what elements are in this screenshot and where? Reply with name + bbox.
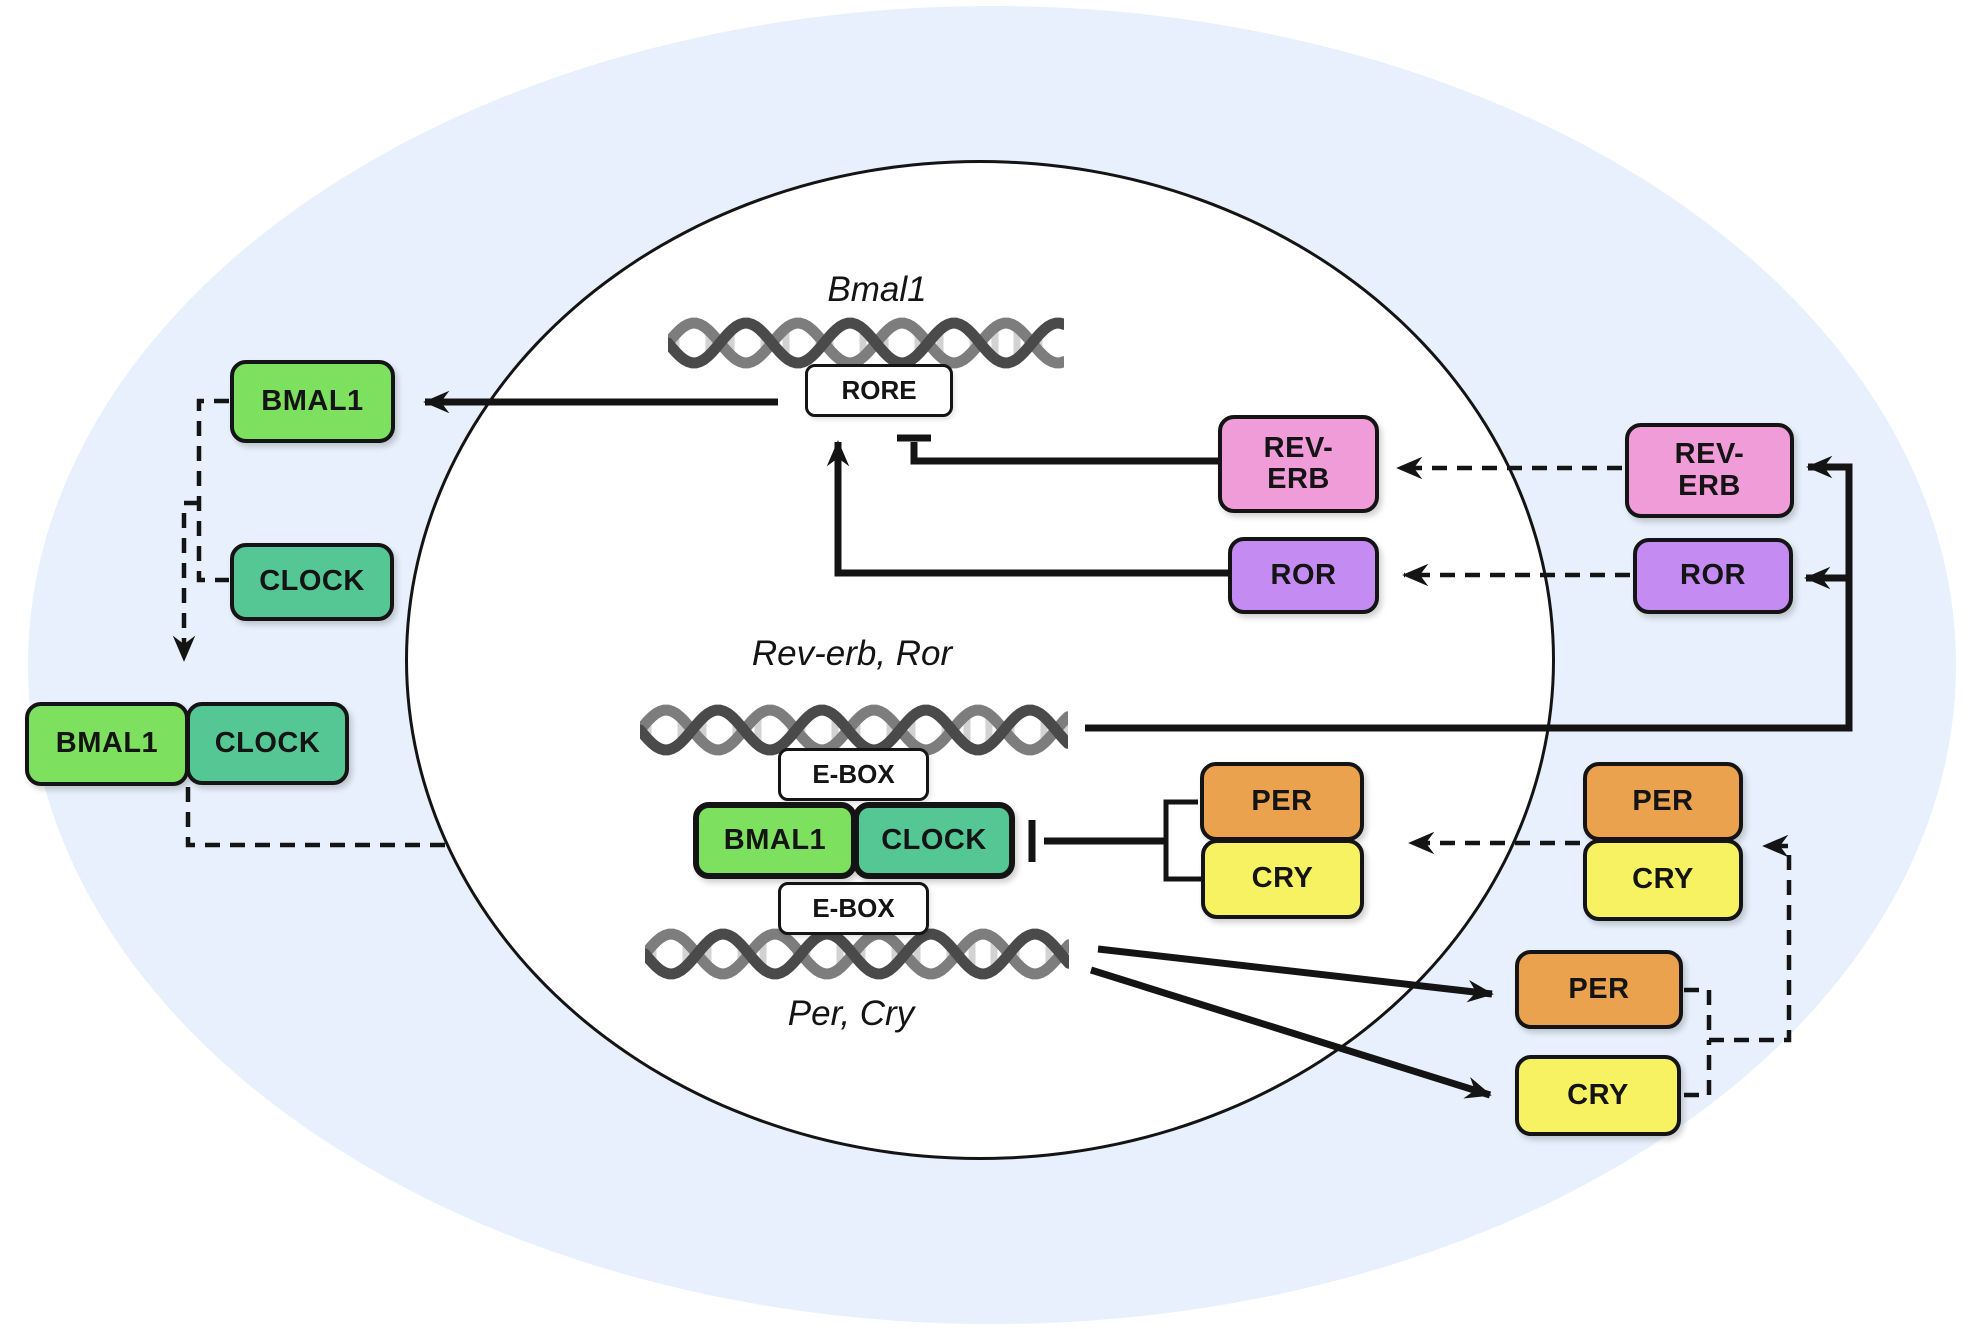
protein-label: BMAL1 <box>723 823 827 856</box>
gene-label-rev-erb-ror: Rev-erb, Ror <box>751 634 953 673</box>
gene-label-per-cry: Per, Cry <box>787 994 915 1033</box>
complex-bmal1-on-ebox: BMAL1 <box>693 802 857 879</box>
complex-per-cytoplasm: PER <box>1583 762 1743 841</box>
ebox-label: E-BOX <box>812 759 895 789</box>
protein-label: CLOCK <box>259 565 365 598</box>
arrow-cry-translation <box>1089 966 1492 1099</box>
connector-complex-enters-nucleus-dashed <box>185 787 447 848</box>
protein-label: ROR <box>1270 558 1337 591</box>
protein-rev-erb-nucleus: REV- ERB <box>1218 415 1379 513</box>
protein-label: CRY <box>1567 1078 1629 1111</box>
protein-label: PER <box>1251 784 1313 817</box>
complex-cry-cytoplasm: CRY <box>1583 839 1743 921</box>
complex-clock-on-ebox: CLOCK <box>853 802 1015 879</box>
connector-bmal1-clock-dashed <box>196 398 229 583</box>
protein-label: PER <box>1568 972 1630 1005</box>
protein-ror-cytoplasm: ROR <box>1633 538 1793 614</box>
protein-rev-erb-cytoplasm: REV- ERB <box>1625 423 1794 518</box>
connector-per-cry-complex-formation-dashed <box>1684 846 1789 1098</box>
dna-helix-rev-erb-ror-gene <box>640 704 1068 756</box>
protein-bmal1-cytoplasm: BMAL1 <box>230 360 395 443</box>
arrow-per-translation <box>1097 945 1494 1003</box>
protein-label: REV- <box>1674 438 1745 471</box>
complex-cry-nucleus: CRY <box>1201 839 1364 919</box>
rore-label: RORE <box>841 375 917 405</box>
protein-label: BMAL1 <box>55 727 159 760</box>
complex-bmal1-left: BMAL1 <box>25 702 189 786</box>
protein-cry-translated: CRY <box>1515 1055 1681 1136</box>
complex-clock-left: CLOCK <box>186 702 349 785</box>
protein-label: CRY <box>1251 862 1314 895</box>
arrow-ror-activates-rore <box>826 440 1228 577</box>
protein-label: CRY <box>1632 863 1694 896</box>
ebox-element-top: E-BOX <box>778 748 929 801</box>
arrow-rev-erb-ror-translation <box>1085 455 1853 732</box>
protein-label: REV- <box>1263 431 1334 464</box>
protein-clock-cytoplasm: CLOCK <box>230 543 394 621</box>
protein-label: CLOCK <box>881 823 987 856</box>
gene-label-bmal1: Bmal1 <box>827 270 927 309</box>
protein-label: PER <box>1632 784 1694 817</box>
protein-label: CLOCK <box>214 726 321 759</box>
complex-per-nucleus: PER <box>1200 762 1364 841</box>
protein-label: BMAL1 <box>261 384 364 417</box>
arrow-complex-assembly-dashed <box>172 500 199 662</box>
tbar-rev-erb-represses-rore <box>897 434 1218 465</box>
nucleus <box>405 160 1555 1160</box>
ebox-label: E-BOX <box>812 893 895 923</box>
tbar-per-cry-represses-bmal1-clock <box>1028 799 1201 882</box>
protein-label: ERB <box>1267 463 1330 495</box>
dna-helix-bmal1-gene <box>668 317 1064 369</box>
dna-helix-per-cry-gene <box>645 928 1069 980</box>
ebox-element-bottom: E-BOX <box>778 882 929 935</box>
protein-ror-nucleus: ROR <box>1228 537 1379 614</box>
protein-per-translated: PER <box>1515 950 1683 1029</box>
rore-element-box: RORE <box>805 364 953 417</box>
protein-label: ERB <box>1678 469 1741 502</box>
protein-label: ROR <box>1680 559 1746 592</box>
